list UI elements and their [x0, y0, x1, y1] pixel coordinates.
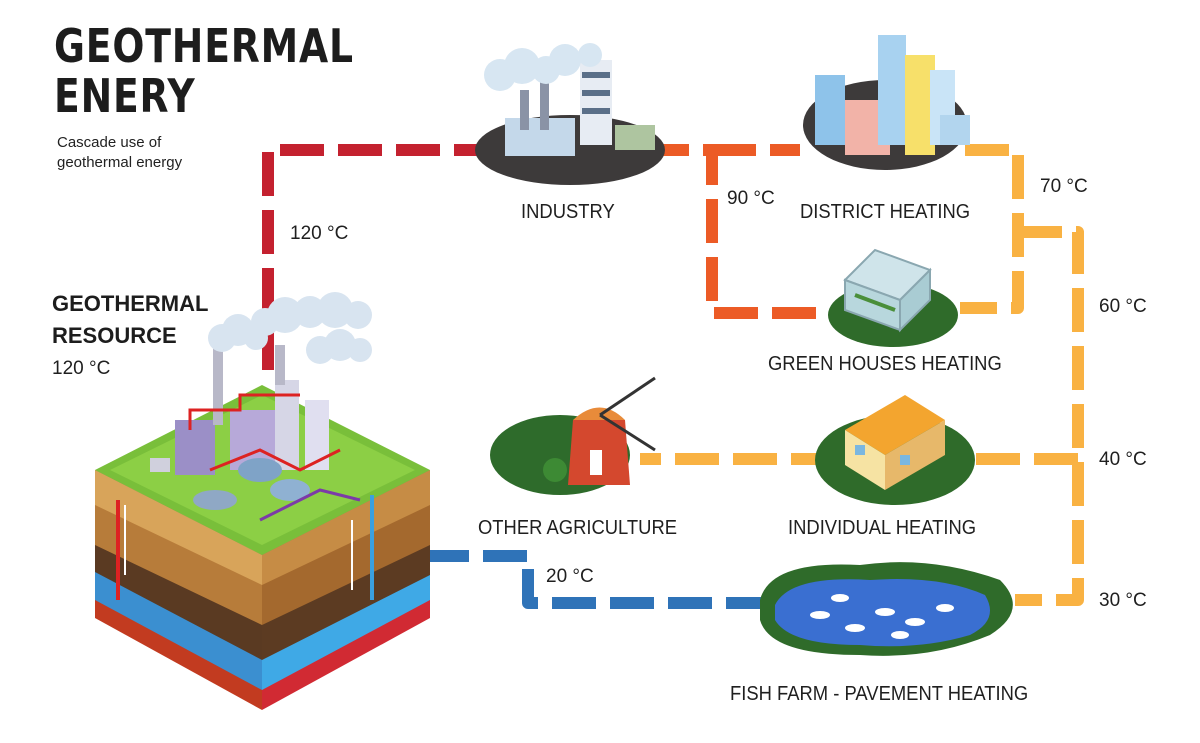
house-illustration	[815, 395, 975, 505]
label-other-agriculture: OTHER AGRICULTURE	[478, 517, 678, 539]
temp-120: 120 °C	[290, 223, 349, 244]
pipe-20c	[415, 550, 770, 609]
pipe-70c	[960, 144, 1024, 314]
temp-40: 40 °C	[1099, 449, 1147, 470]
label-individual-heating: INDIVIDUAL HEATING	[788, 517, 977, 539]
flow-pipes	[262, 144, 1084, 609]
windmill-farm-illustration	[490, 376, 656, 495]
pipe-60c	[1015, 226, 1084, 606]
resource-title-line-2: RESOURCE	[52, 323, 177, 348]
district-heating-illustration	[803, 35, 970, 170]
subtitle-line-2: geothermal energy	[57, 154, 183, 171]
industry-illustration	[475, 43, 665, 185]
subtitle-line-1: Cascade use of	[57, 134, 162, 151]
pipe-90c	[645, 144, 830, 319]
fish-farm-illustration	[760, 562, 1013, 656]
label-fish-farm: FISH FARM - PAVEMENT HEATING	[730, 683, 1029, 705]
title-line-2: ENERY	[54, 69, 196, 123]
label-industry: INDUSTRY	[521, 201, 615, 223]
greenhouse-illustration	[828, 248, 958, 347]
geothermal-plant-illustration	[95, 292, 430, 710]
temp-70: 70 °C	[1040, 176, 1088, 197]
temp-90: 90 °C	[727, 188, 775, 209]
title-line-1: GEOTHERMAL	[54, 19, 354, 73]
pipe-120c	[262, 144, 505, 370]
temp-20: 20 °C	[546, 566, 594, 587]
label-green-houses: GREEN HOUSES HEATING	[768, 353, 1002, 375]
label-district-heating: DISTRICT HEATING	[800, 201, 971, 223]
temp-60: 60 °C	[1099, 296, 1147, 317]
temp-30: 30 °C	[1099, 590, 1147, 611]
resource-temperature: 120 °C	[52, 358, 111, 379]
resource-title-line-1: GEOTHERMAL	[52, 291, 209, 316]
